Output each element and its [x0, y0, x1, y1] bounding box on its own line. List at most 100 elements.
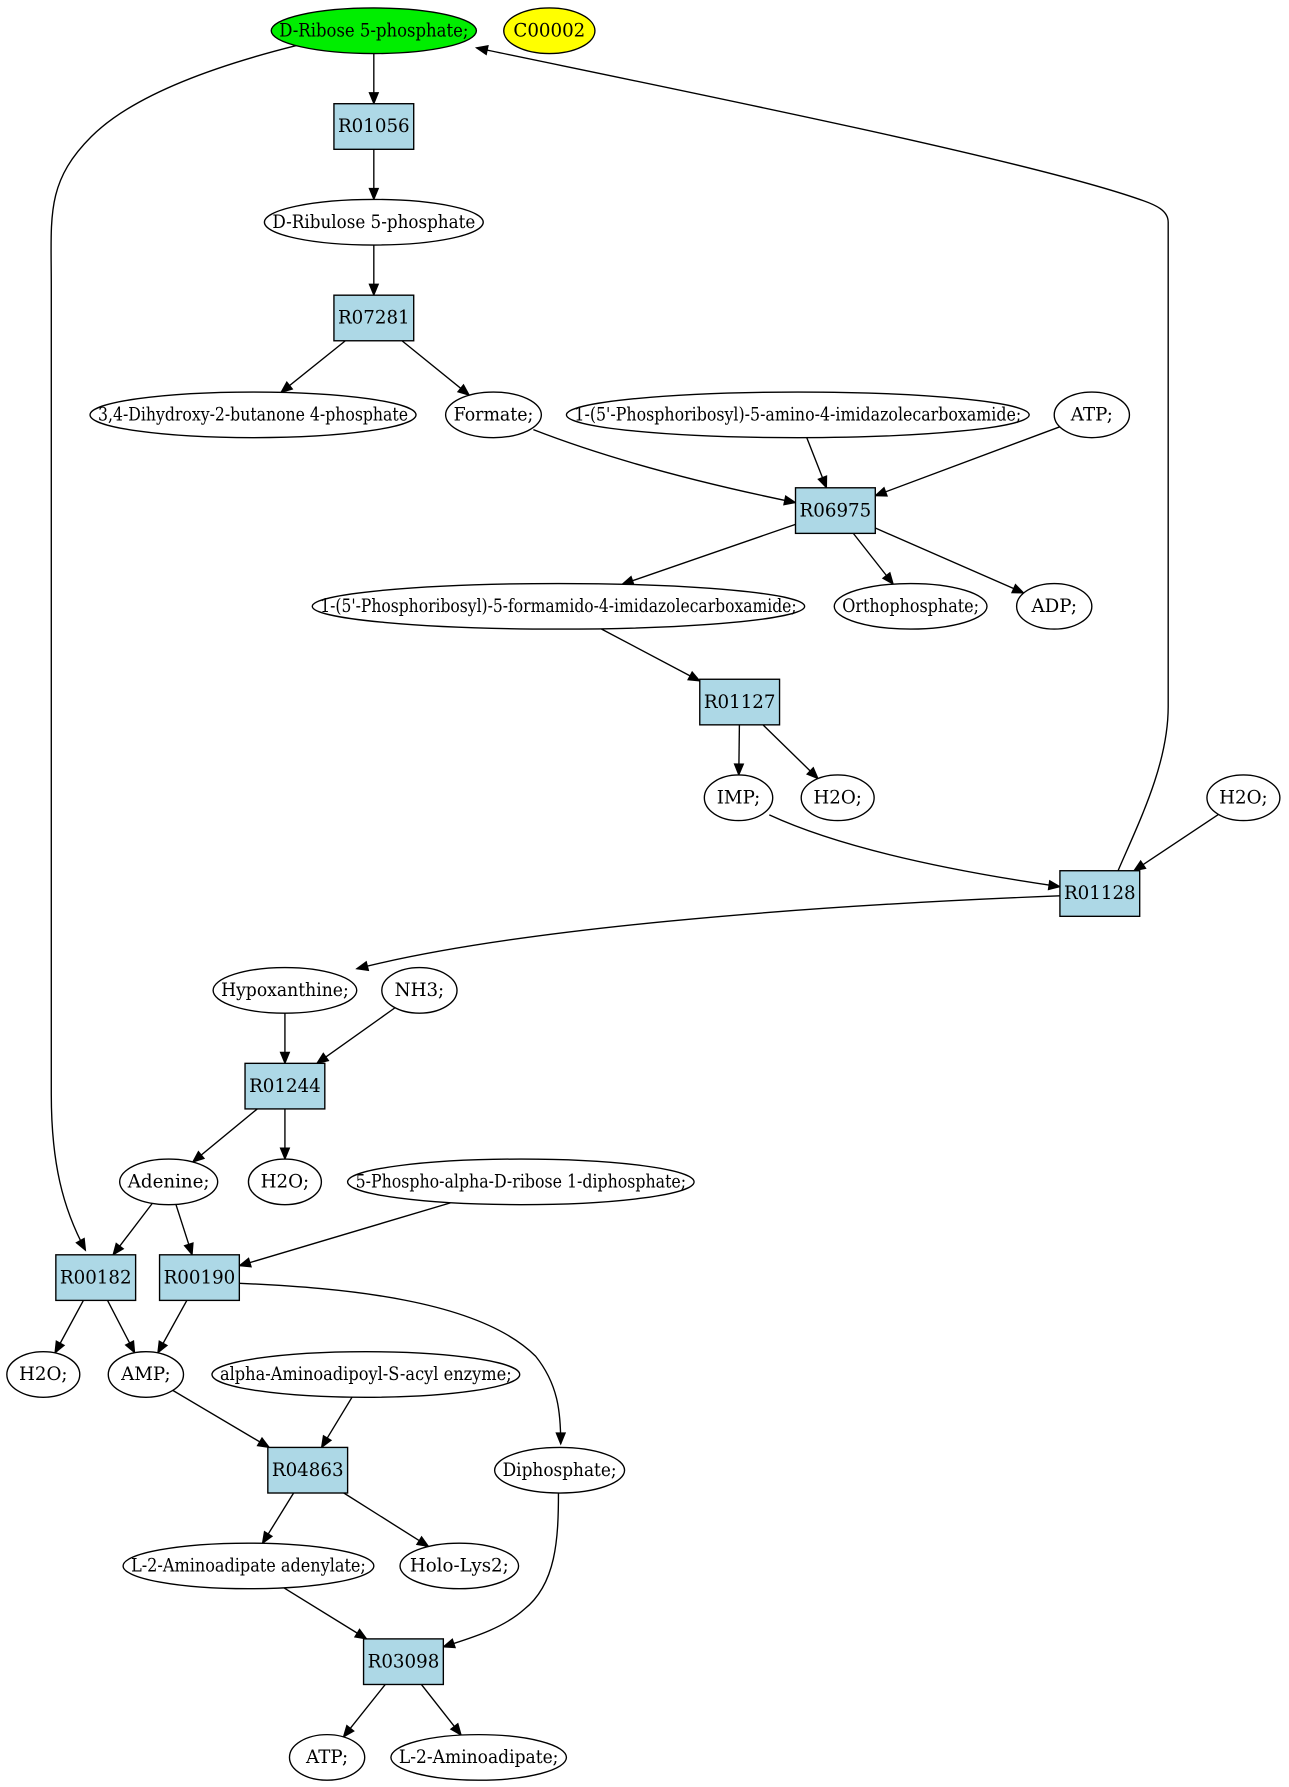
reaction-node-r03098: R03098 [362, 1638, 445, 1686]
edge-faicar-to-r01127 [600, 628, 702, 682]
compound-ellipse [503, 7, 596, 55]
compound-ellipse [381, 966, 458, 1014]
compound-node-holo: Holo-Lys2; [399, 1542, 520, 1590]
node-label: 3,4-Dihydroxy-2-butanone 4-phosphate [98, 405, 408, 426]
node-label: IMP; [717, 787, 761, 808]
edge-d_ribulose5p-to-r07281 [368, 245, 380, 297]
node-label: R00190 [164, 1267, 236, 1288]
edge-r01244-to-adenine [191, 1108, 258, 1163]
node-label: R01244 [249, 1076, 321, 1097]
node-label: ATP; [305, 1747, 348, 1768]
edge-r00182-to-h2o_d [54, 1300, 85, 1355]
nodes-layer: D-Ribose 5-phosphate;C00002R01056D-Ribul… [6, 7, 1281, 1781]
edge-d_ribose5p-to-r00182 [50, 44, 297, 1252]
edge-r01244-to-h2o_c [279, 1108, 291, 1161]
compound-ellipse [118, 1158, 219, 1206]
edge-r06975-to-faicar [620, 523, 796, 586]
edge-r00182-to-amp [106, 1300, 136, 1355]
edge-r01128-to-d_ribose5p [474, 44, 1169, 872]
compound-node-c00002: C00002 [503, 7, 596, 55]
compound-ellipse [800, 774, 875, 822]
reaction-node-r01056: R01056 [333, 103, 415, 150]
compound-node-l2aa_aden: L-2-Aminoadipate adenylate; [122, 1542, 375, 1590]
compound-node-h2o_a: H2O; [800, 774, 875, 822]
node-label: Formate; [454, 405, 534, 426]
compound-ellipse [6, 1350, 81, 1398]
compound-node-faicar: 1-(5'-Phosphoribosyl)-5-formamido-4-imid… [311, 582, 806, 630]
edge-hypox-to-r01244 [279, 1013, 291, 1065]
node-label: C00002 [513, 20, 585, 41]
node-label: Holo-Lys2; [410, 1556, 509, 1577]
reaction-node-r01127: R01127 [699, 678, 781, 726]
edge-r06975-to-ortho [852, 532, 895, 586]
node-label: 1-(5'-Phosphoribosyl)-5-formamido-4-imid… [320, 596, 796, 617]
compound-node-adp: ADP; [1015, 582, 1093, 630]
edge-nh3-to-r01244 [315, 1007, 396, 1065]
reaction-node-r07281: R07281 [333, 294, 415, 342]
compound-ellipse [1015, 582, 1093, 630]
reaction-box [55, 1254, 137, 1302]
compound-ellipse [211, 1350, 521, 1398]
reaction-box [362, 1638, 445, 1686]
compound-ellipse [565, 391, 1030, 439]
compound-ellipse [288, 1733, 366, 1781]
node-label: R01128 [1064, 883, 1136, 904]
edge-r04863-to-l2aa_aden [261, 1492, 295, 1545]
compound-ellipse [1206, 774, 1281, 822]
compound-node-amp: AMP; [107, 1350, 185, 1398]
edge-r01128-to-hypox [355, 895, 1060, 972]
node-label: Adenine; [127, 1172, 210, 1193]
node-label: R01127 [704, 692, 776, 713]
compound-node-l2aa: L-2-Aminoadipate; [390, 1733, 568, 1781]
edge-l2aa_aden-to-r03098 [283, 1587, 368, 1640]
compound-ellipse [89, 391, 417, 439]
node-label: Hypoxanthine; [221, 980, 349, 1001]
node-label: R07281 [338, 308, 410, 329]
compound-ellipse [346, 1158, 695, 1206]
compound-node-aasacyl: alpha-Aminoadipoyl-S-acyl enzyme; [211, 1350, 521, 1398]
edge-aicar-to-r06975 [806, 437, 828, 490]
edge-adenine-to-r00182 [112, 1202, 153, 1257]
node-label: ADP; [1030, 596, 1077, 617]
node-label: H2O; [19, 1364, 68, 1385]
edge-r03098-to-atp2 [342, 1684, 386, 1739]
edge-aasacyl-to-r04863 [320, 1396, 353, 1449]
edge-h2o_b-to-r01128 [1132, 813, 1219, 872]
node-label: H2O; [261, 1172, 310, 1193]
node-label: AMP; [120, 1364, 171, 1385]
edge-amp-to-r04863 [172, 1389, 271, 1449]
compound-node-formate: Formate; [444, 391, 543, 439]
node-label: H2O; [1219, 787, 1268, 808]
node-label: H2O; [813, 787, 862, 808]
reaction-node-r00182: R00182 [55, 1254, 137, 1302]
node-label: R06975 [800, 500, 872, 521]
node-label: R03098 [368, 1651, 440, 1672]
node-label: R01056 [338, 116, 410, 137]
edge-r06975-to-adp [875, 527, 1026, 594]
reaction-node-r06975: R06975 [794, 487, 876, 535]
edge-r00190-to-amp [157, 1300, 188, 1355]
reaction-box [333, 103, 415, 150]
edge-adenine-to-r00190 [175, 1204, 194, 1257]
reaction-node-r01128: R01128 [1059, 870, 1141, 918]
edge-r01056-to-d_ribulose5p [368, 149, 380, 201]
edge-atp1-to-r06975 [873, 426, 1061, 497]
compound-node-d_ribulose5p: D-Ribulose 5-phosphate [263, 198, 484, 246]
compound-node-hypox: Hypoxanthine; [212, 966, 358, 1014]
node-label: L-2-Aminoadipate adenylate; [131, 1556, 366, 1577]
edges-layer [50, 44, 1219, 1739]
node-label: Orthophosphate; [842, 596, 979, 617]
compound-node-prpp: 5-Phospho-alpha-D-ribose 1-diphosphate; [346, 1158, 695, 1206]
node-label: R00182 [60, 1267, 132, 1288]
node-label: NH3; [395, 980, 445, 1001]
reaction-box [794, 487, 876, 535]
compound-ellipse [311, 582, 806, 630]
compound-node-h2o_b: H2O; [1206, 774, 1281, 822]
edge-d_ribose5p-to-r01056 [368, 53, 380, 106]
compound-node-h2o_d: H2O; [6, 1350, 81, 1398]
compound-ellipse [263, 198, 484, 246]
edge-imp-to-r01128 [769, 814, 1062, 891]
compound-node-ortho: Orthophosphate; [833, 582, 988, 630]
compound-node-aicar: 1-(5'-Phosphoribosyl)-5-amino-4-imidazol… [565, 391, 1030, 439]
compound-node-imp: IMP; [703, 774, 774, 822]
